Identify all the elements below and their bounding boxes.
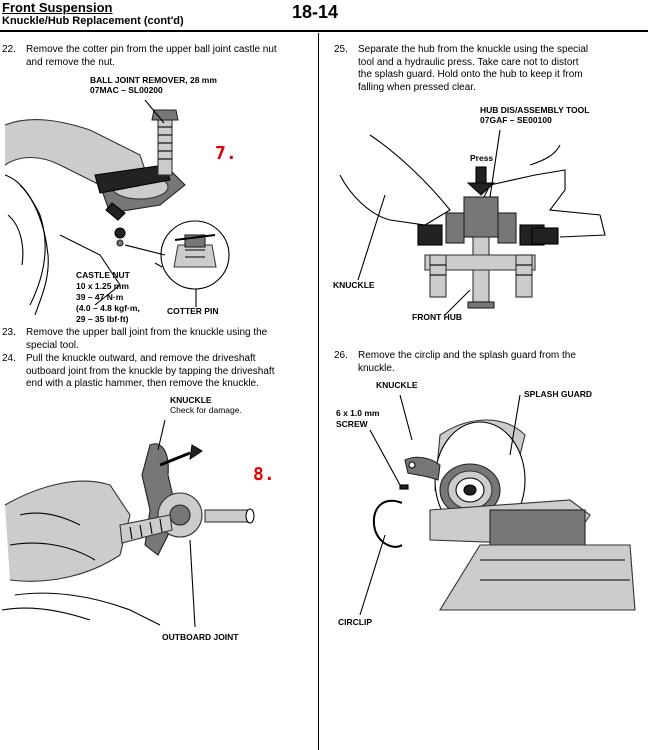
front-hub-label: FRONT HUB (412, 312, 463, 322)
circlip-splash-guard-illustration (359, 394, 636, 616)
castle-nut-spec-2: 39 – 47 N·m (76, 292, 124, 302)
knuckle-label-fig4: KNUCKLE (376, 380, 418, 390)
marker-8: 8. (253, 464, 275, 485)
hub-tool-name-label: HUB DIS/ASSEMBLY TOOL (480, 105, 590, 115)
ball-joint-remover-illustration (4, 99, 230, 316)
press-label: Press (470, 153, 494, 163)
column-divider (318, 33, 319, 750)
section-title: Front Suspension (2, 0, 113, 15)
knuckle-label-fig3: KNUCKLE (333, 280, 375, 290)
knuckle-label-fig2: KNUCKLE (170, 395, 212, 405)
header-rule (0, 30, 648, 32)
step-22: 22. Remove the cotter pin from the upper… (2, 44, 277, 68)
splash-guard-label: SPLASH GUARD (524, 389, 593, 399)
castle-nut-spec-3: (4.0 – 4.8 kgf·m, (76, 303, 140, 313)
check-damage-note: Check for damage. (170, 405, 242, 415)
screw-spec-label: 6 x 1.0 mm (336, 408, 380, 418)
page-number: 18-14 (292, 2, 339, 22)
hub-tool-code-label: 07GAF – SE00100 (480, 115, 552, 125)
cotter-pin-label: COTTER PIN (167, 306, 219, 316)
knuckle-removal-illustration (1, 419, 255, 628)
step-24: 24. Pull the knuckle outward, and remove… (2, 353, 275, 389)
castle-nut-spec-4: 29 – 35 lbf·ft) (76, 314, 129, 324)
section-subtitle: Knuckle/Hub Replacement (cont'd) (2, 15, 184, 27)
marker-7: 7. (215, 143, 237, 164)
circlip-label: CIRCLIP (338, 617, 372, 627)
tool-name-label: BALL JOINT REMOVER, 28 mm (90, 75, 217, 85)
step-26: 26. Remove the circlip and the splash gu… (334, 350, 576, 374)
castle-nut-spec-1: 10 x 1.25 mm (76, 281, 129, 291)
tool-code-label: 07MAC – SL00200 (90, 85, 163, 95)
castle-nut-label: CASTLE NUT (76, 270, 130, 280)
step-23: 23. Remove the upper ball joint from the… (2, 327, 268, 351)
step-25: 25. Separate the hub from the knuckle us… (334, 44, 589, 93)
hub-press-illustration (339, 129, 606, 316)
outboard-joint-label: OUTBOARD JOINT (162, 632, 239, 642)
screw-label: SCREW (336, 419, 368, 429)
